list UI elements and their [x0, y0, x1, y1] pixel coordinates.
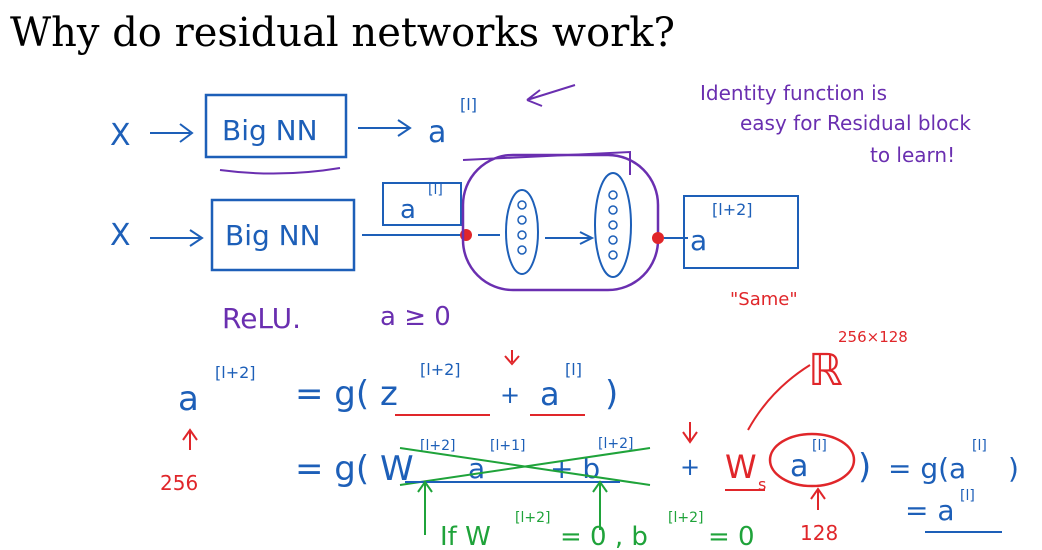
- label-256: 256: [160, 471, 198, 495]
- eq-plus2-arrow: [682, 422, 698, 444]
- row2-output-dot: [652, 232, 664, 244]
- row1-arrow-in: [150, 123, 194, 143]
- eq-a4-sup: [l]: [812, 438, 827, 454]
- row2-a-box: [382, 182, 462, 226]
- cond-rest: = 0 , b: [560, 522, 648, 550]
- row1-pointer-arrow: [526, 84, 576, 107]
- eq-final-sup: [l]: [960, 488, 975, 504]
- reals-pointer: [747, 364, 811, 431]
- label-128: 128: [800, 521, 838, 545]
- eq-plus: +: [500, 381, 520, 409]
- arrow-256: [182, 428, 198, 450]
- eq-lhs: a: [178, 379, 199, 419]
- row1-x: X: [110, 118, 131, 153]
- eq-lhs-sup: [l+2]: [215, 363, 256, 382]
- eq-close1: ): [605, 374, 618, 414]
- layer2-units: [608, 190, 618, 260]
- eq-line1-g: = g( z: [295, 374, 398, 414]
- a-geq-zero: a ≥ 0: [380, 302, 451, 332]
- inner-arrow: [545, 231, 595, 245]
- eq-a4-circle: [768, 432, 856, 488]
- slide-title: Why do residual networks work?: [10, 10, 675, 56]
- row2-x: X: [110, 218, 131, 253]
- eq-a3-sup: [l+1]: [490, 438, 525, 454]
- cond-arrow-w: [417, 480, 433, 535]
- note-line2: easy for Residual block: [740, 111, 971, 135]
- eq-a2: a: [540, 375, 560, 413]
- row1-box: [204, 93, 348, 159]
- row1-underline: [219, 167, 341, 175]
- layer1: [505, 189, 539, 275]
- row2-out: a: [690, 224, 707, 257]
- eq-g-close: ): [1008, 452, 1019, 485]
- eq-b-sup: [l+2]: [598, 436, 633, 452]
- layer2: [594, 172, 632, 278]
- row1-box-label: Big NN: [222, 114, 318, 147]
- row2-box-label: Big NN: [225, 219, 321, 252]
- row2-a-sup: [l]: [428, 182, 443, 198]
- eq-a4: a: [790, 449, 808, 484]
- eq-g-out: = g(a: [888, 452, 966, 485]
- row2-out-sup: [l+2]: [712, 200, 753, 219]
- eq-plus2: +: [680, 453, 700, 481]
- row2-arrow-in: [150, 229, 204, 247]
- eq-a3: a: [468, 452, 485, 485]
- eq-w-sup: [l+2]: [420, 438, 455, 454]
- row1-out-sup: [l]: [460, 95, 477, 114]
- note-line1: Identity function is: [700, 81, 887, 105]
- row2-a: a: [400, 195, 416, 225]
- eq-a2-sup: [l]: [565, 360, 582, 379]
- eq-ws-sub: s: [758, 475, 766, 494]
- skip-connection: [462, 150, 631, 175]
- row1-arrow-out: [358, 119, 412, 137]
- reals-symbol: ℝ: [808, 345, 843, 396]
- eq-cross-out: [399, 447, 651, 486]
- cond-end: = 0: [708, 522, 755, 550]
- eq-close2: ): [858, 447, 871, 487]
- same-label: "Same": [730, 289, 798, 310]
- cond-text: If W: [440, 522, 491, 550]
- reals-dims: 256×128: [838, 328, 908, 346]
- relu-label: ReLU.: [222, 302, 301, 335]
- row1-out: a: [428, 115, 446, 150]
- eq-z-sup: [l+2]: [420, 360, 461, 379]
- cond-sup2: [l+2]: [668, 510, 703, 526]
- arrow-128: [810, 487, 826, 510]
- eq-ws: W: [725, 448, 757, 486]
- residual-block-outline: [461, 153, 660, 292]
- cond-arrow-b: [592, 480, 608, 530]
- row2-out-box: [683, 195, 799, 269]
- eq-final: = a: [905, 494, 955, 527]
- eq-plus-arrow: [504, 350, 520, 366]
- eq-g-out-sup: [l]: [972, 438, 987, 454]
- cond-sup: [l+2]: [515, 510, 550, 526]
- note-line3: to learn!: [870, 143, 955, 167]
- row2-box: [210, 198, 356, 272]
- eq-line2-g: = g( W: [295, 449, 414, 489]
- layer1-units: [517, 200, 527, 255]
